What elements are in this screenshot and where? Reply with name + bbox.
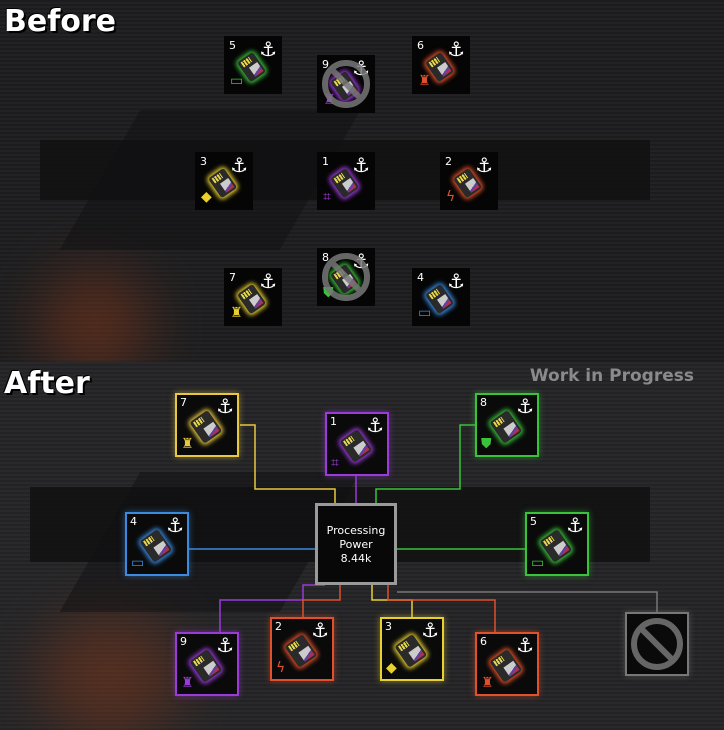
wire-8 bbox=[375, 424, 475, 503]
thruster-icon: ◆ bbox=[201, 189, 212, 205]
chip-slot-7[interactable]: 7 ⚓ ♜ bbox=[175, 393, 239, 457]
chip-slot-3[interactable]: 3 ⚓ ◆ bbox=[380, 617, 444, 681]
slot-number: 2 bbox=[445, 155, 452, 168]
chip-slot-7[interactable]: 7 ⚓ ♜ bbox=[224, 268, 282, 326]
lightning-icon: ϟ bbox=[276, 660, 286, 676]
chip-slot-9[interactable]: 9⚓♜ bbox=[317, 55, 375, 113]
anchor-icon: ⚓ bbox=[259, 37, 277, 61]
wire-empty bbox=[397, 591, 658, 612]
slot-number: 3 bbox=[385, 620, 392, 633]
battery-icon: ▭ bbox=[230, 73, 244, 89]
anchor-icon: ⚓ bbox=[352, 153, 370, 177]
chip-slot-1[interactable]: 1 ⚓ ⌗ bbox=[317, 152, 375, 210]
slot-number: 7 bbox=[229, 271, 236, 284]
chip-slot-4[interactable]: 4 ⚓ ▭ bbox=[412, 268, 470, 326]
circuit-icon: ⌗ bbox=[323, 189, 331, 205]
slot-number: 4 bbox=[417, 271, 424, 284]
wire-6 bbox=[387, 585, 496, 632]
chip-slot-4[interactable]: 4 ⚓ ▭ bbox=[125, 512, 189, 576]
before-panel: Before 5 ⚓ ▭ 9⚓♜ 6 ⚓ ♜ 3 ⚓ ◆ 1 ⚓ ⌗ 2 ⚓ ϟ 7 ⚓ ♜ 8⚓⛊ 4 ⚓ ▭ bbox=[0, 0, 724, 362]
slot-number: 7 bbox=[180, 396, 187, 409]
slot-number: 4 bbox=[130, 515, 137, 528]
slot-number: 9 bbox=[322, 58, 329, 71]
after-heading: After bbox=[4, 366, 90, 401]
processing-power-value: 8.44k bbox=[340, 552, 372, 565]
disabled-icon bbox=[630, 617, 684, 671]
battery-icon: ▭ bbox=[131, 555, 145, 571]
wire-3 bbox=[371, 585, 413, 617]
chip-slot-5[interactable]: 5 ⚓ ▭ bbox=[525, 512, 589, 576]
chip-slot-9[interactable]: 9 ⚓ ♜ bbox=[175, 632, 239, 696]
anchor-icon: ⚓ bbox=[366, 413, 384, 437]
wire-7 bbox=[240, 424, 336, 503]
slot-number: 9 bbox=[180, 635, 187, 648]
after-panel: After Work in Progress Processing Power … bbox=[0, 362, 724, 730]
anchor-icon: ⚓ bbox=[447, 269, 465, 293]
anchor-icon: ⚓ bbox=[230, 153, 248, 177]
battery-icon: ▭ bbox=[531, 555, 545, 571]
slot-number: 6 bbox=[417, 39, 424, 52]
anchor-icon: ⚓ bbox=[216, 394, 234, 418]
anchor-icon: ⚓ bbox=[166, 513, 184, 537]
disabled-icon bbox=[322, 60, 370, 108]
processor-label-line2: Power bbox=[339, 538, 373, 551]
chip-slot-1[interactable]: 1 ⚓ ⌗ bbox=[325, 412, 389, 476]
slot-number: 8 bbox=[322, 251, 329, 264]
slot-number: 6 bbox=[480, 635, 487, 648]
anchor-icon: ⚓ bbox=[259, 269, 277, 293]
disabled-icon bbox=[322, 253, 370, 301]
anchor-icon: ⚓ bbox=[516, 633, 534, 657]
anchor-icon: ⚓ bbox=[421, 618, 439, 642]
engine-glow bbox=[40, 612, 180, 730]
anchor-icon: ⚓ bbox=[516, 394, 534, 418]
turret-icon: ♜ bbox=[418, 73, 431, 89]
chip-slot-2[interactable]: 2 ⚓ ϟ bbox=[270, 617, 334, 681]
anchor-icon: ⚓ bbox=[216, 633, 234, 657]
chip-slot-5[interactable]: 5 ⚓ ▭ bbox=[224, 36, 282, 94]
chip-slot-8[interactable]: 8⚓⛊ bbox=[317, 248, 375, 306]
slot-number: 8 bbox=[480, 396, 487, 409]
lightning-icon: ϟ bbox=[446, 189, 456, 205]
slot-number: 1 bbox=[322, 155, 329, 168]
work-in-progress-watermark: Work in Progress bbox=[529, 366, 694, 386]
thruster-icon: ◆ bbox=[386, 660, 397, 676]
turret-icon: ♜ bbox=[230, 305, 243, 321]
processing-power-chip: Processing Power 8.44k bbox=[315, 503, 397, 585]
slot-number: 1 bbox=[330, 415, 337, 428]
anchor-icon: ⚓ bbox=[566, 513, 584, 537]
chip-slot-3[interactable]: 3 ⚓ ◆ bbox=[195, 152, 253, 210]
anchor-icon: ⚓ bbox=[475, 153, 493, 177]
wire-layer bbox=[189, 424, 658, 632]
anchor-icon: ⚓ bbox=[447, 37, 465, 61]
processor-label-line1: Processing bbox=[326, 524, 386, 537]
slot-number: 2 bbox=[275, 620, 282, 633]
slot-number: 5 bbox=[530, 515, 537, 528]
circuit-icon: ⌗ bbox=[331, 455, 339, 471]
engine-glow bbox=[40, 270, 150, 362]
wire-2 bbox=[302, 585, 341, 617]
chip-slot-6[interactable]: 6 ⚓ ♜ bbox=[412, 36, 470, 94]
anchor-icon: ⚓ bbox=[311, 618, 329, 642]
chip-slot-6[interactable]: 6 ⚓ ♜ bbox=[475, 632, 539, 696]
shield-icon: ⛊ bbox=[481, 436, 492, 452]
chip-slot-2[interactable]: 2 ⚓ ϟ bbox=[440, 152, 498, 210]
slot-number: 5 bbox=[229, 39, 236, 52]
turret-icon: ♜ bbox=[481, 675, 494, 691]
battery-icon: ▭ bbox=[418, 305, 432, 321]
slot-number: 3 bbox=[200, 155, 207, 168]
turret-icon: ♜ bbox=[181, 436, 194, 452]
chip-slot-8[interactable]: 8 ⚓ ⛊ bbox=[475, 393, 539, 457]
before-heading: Before bbox=[4, 4, 117, 39]
chip-slot-empty[interactable] bbox=[625, 612, 689, 676]
turret-icon: ♜ bbox=[181, 675, 194, 691]
